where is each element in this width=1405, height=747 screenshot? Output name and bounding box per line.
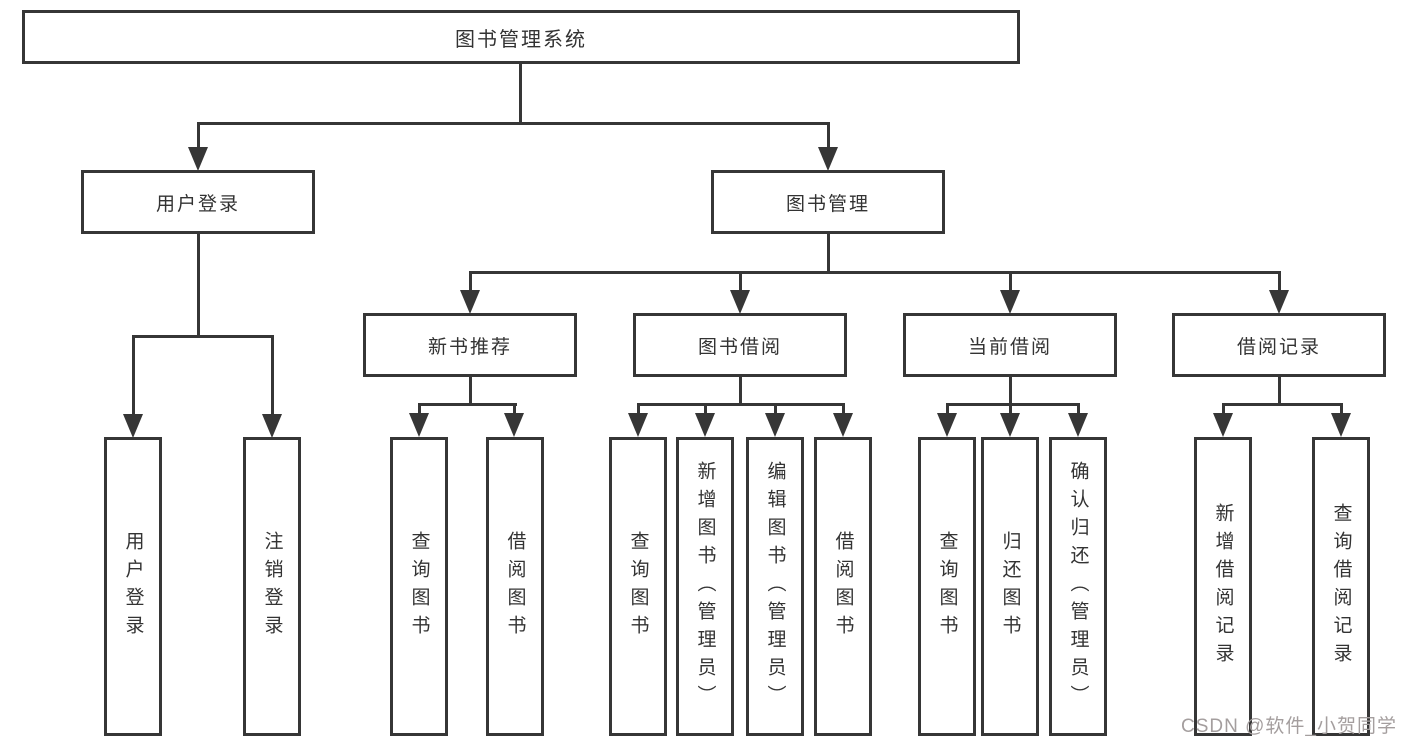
node-query-borrow-record: 查询借阅记录 [1312,437,1370,736]
node-borrow-books: 借阅图书 [486,437,544,736]
edge-line [946,403,1080,406]
node-label: 新增图书（管理员） [694,460,716,713]
edge-line [704,403,707,415]
node-label: 借阅图书 [832,530,854,643]
edge-line [418,403,517,406]
edge-line [842,403,845,415]
node-label: 注销登录 [261,530,283,643]
node-label: 确认归还（管理员） [1067,460,1089,713]
edge-line [1278,377,1281,406]
node-label: 查询图书 [936,530,958,643]
arrow-down-icon [1213,413,1233,437]
edge-line [132,335,274,338]
node-book-management: 图书管理 [711,170,945,234]
arrow-down-icon [1269,290,1289,314]
node-add-borrow-record: 新增借阅记录 [1194,437,1252,736]
node-new-book-recommendation: 新书推荐 [363,313,577,377]
node-library-system: 图书管理系统 [22,10,1020,64]
arrow-down-icon [262,414,282,438]
arrow-down-icon [123,414,143,438]
edge-line [513,403,516,415]
node-label: 借阅图书 [504,530,526,643]
edge-line [197,122,200,150]
node-add-book-admin: 新增图书（管理员） [676,437,734,736]
node-logout: 注销登录 [243,437,301,736]
arrow-down-icon [1068,413,1088,437]
arrow-down-icon [765,413,785,437]
node-book-borrowing: 图书借阅 [633,313,847,377]
edge-line [469,271,1281,274]
node-label: 归还图书 [999,530,1021,643]
edge-line [1278,271,1281,291]
node-query-books: 查询图书 [918,437,976,736]
node-query-books: 查询图书 [390,437,448,736]
edge-line [637,403,640,415]
edge-line [1009,377,1012,406]
edge-line [827,233,830,274]
arrow-down-icon [1331,413,1351,437]
node-borrowing-records: 借阅记录 [1172,313,1386,377]
edge-line [519,64,522,122]
arrow-down-icon [818,147,838,171]
edge-line [1222,403,1343,406]
csdn-watermark: CSDN @软件_小贺同学 [1181,716,1397,737]
arrow-down-icon [504,413,524,437]
arrow-down-icon [695,413,715,437]
edge-line [827,122,830,150]
node-edit-book-admin: 编辑图书（管理员） [746,437,804,736]
arrow-down-icon [188,147,208,171]
edge-line [739,271,742,291]
edge-line [1340,403,1343,415]
edge-line [271,335,274,415]
edge-line [1009,271,1012,291]
node-label: 查询图书 [627,530,649,643]
edge-line [469,377,472,406]
node-label: 查询图书 [408,530,430,643]
edge-line [637,403,845,406]
edge-line [946,403,949,415]
node-label: 编辑图书（管理员） [764,460,786,713]
edge-line [469,271,472,291]
edge-line [739,377,742,406]
node-borrow-books: 借阅图书 [814,437,872,736]
arrow-down-icon [628,413,648,437]
node-user-login-leaf: 用户登录 [104,437,162,736]
node-query-books: 查询图书 [609,437,667,736]
node-label: 用户登录 [122,530,144,643]
edge-line [1222,403,1225,415]
edge-line [132,335,135,415]
node-label: 查询借阅记录 [1330,502,1352,671]
node-confirm-return-admin: 确认归还（管理员） [1049,437,1107,736]
node-current-borrowing: 当前借阅 [903,313,1117,377]
edge-line [774,403,777,415]
arrow-down-icon [460,290,480,314]
arrow-down-icon [1000,290,1020,314]
arrow-down-icon [409,413,429,437]
edge-line [418,403,421,415]
edge-line [1009,403,1012,415]
arrow-down-icon [833,413,853,437]
node-return-book: 归还图书 [981,437,1039,736]
edge-line [197,122,829,125]
edge-line [1077,403,1080,415]
arrow-down-icon [1000,413,1020,437]
arrow-down-icon [937,413,957,437]
edge-line [197,234,200,338]
arrow-down-icon [730,290,750,314]
node-user-login: 用户登录 [81,170,315,234]
node-label: 新增借阅记录 [1212,502,1234,671]
